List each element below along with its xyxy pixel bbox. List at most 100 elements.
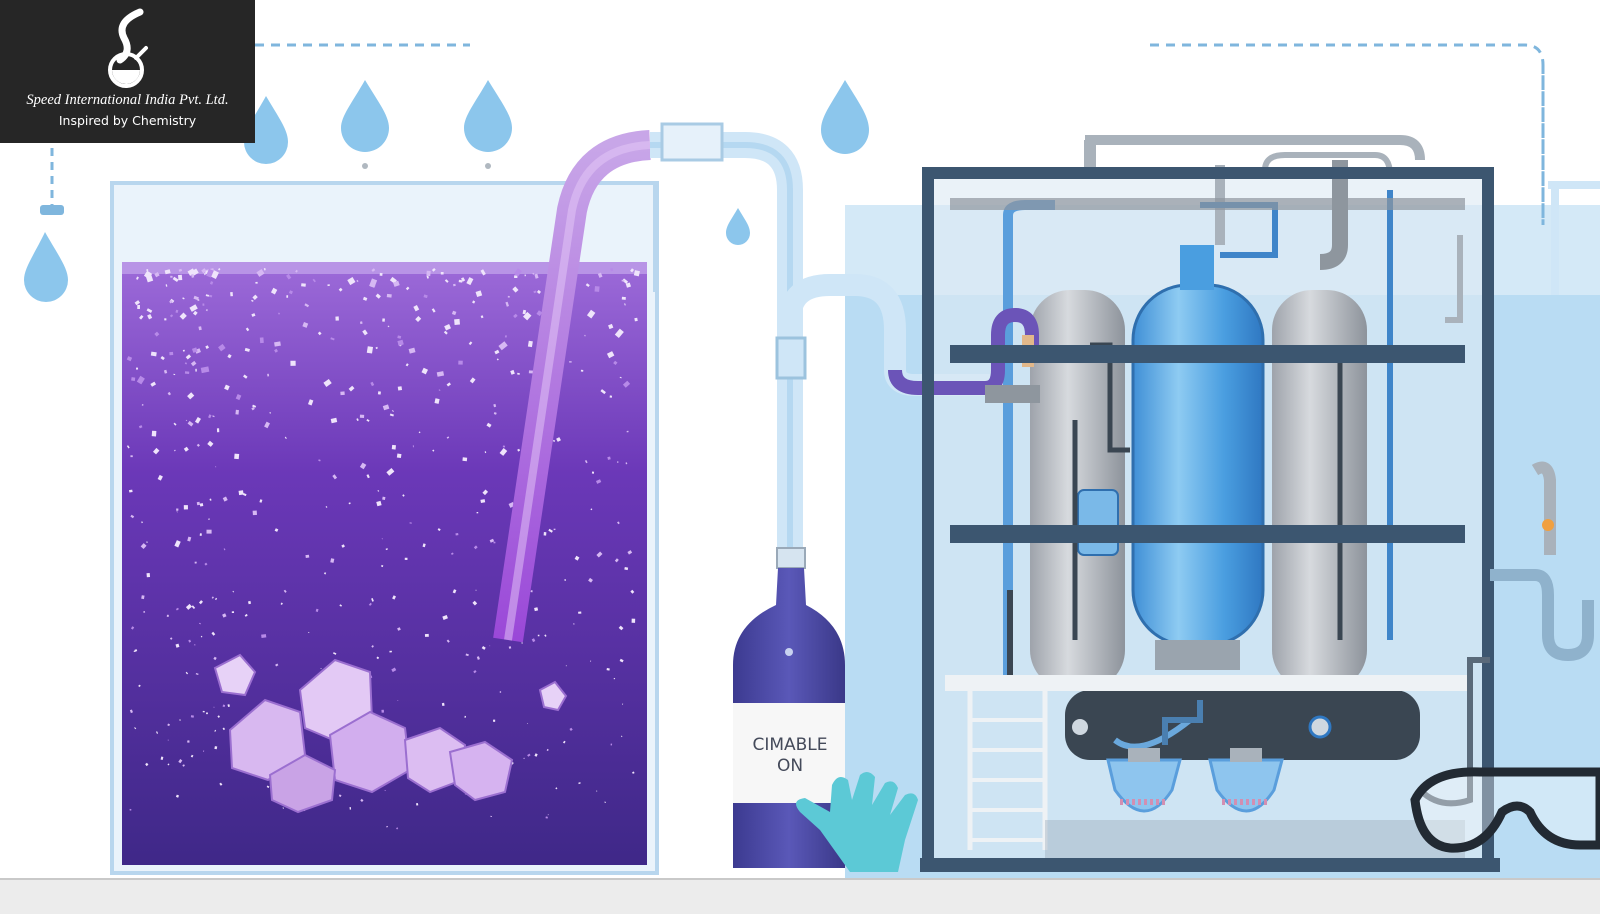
crystal-particle — [146, 541, 148, 543]
crystal-particle — [255, 281, 258, 284]
crystal-particle — [252, 294, 258, 300]
crystal-particle — [163, 369, 168, 374]
crystal-particle — [489, 538, 495, 543]
crystal-particle — [578, 611, 582, 614]
crystal-particle — [150, 381, 157, 387]
crystal-particle — [129, 808, 132, 811]
crystal-particle — [594, 286, 600, 292]
crystal-particle — [134, 727, 137, 730]
crystal-particle — [130, 455, 133, 458]
crystal-particle — [178, 274, 183, 281]
crystal-particle — [460, 277, 466, 282]
crystal-particle — [174, 540, 181, 548]
crystal-particle — [513, 268, 522, 277]
crystal-particle — [490, 815, 493, 818]
crystal-particle — [317, 331, 322, 336]
crystal-particle — [185, 603, 192, 610]
crystal-particle — [362, 296, 368, 301]
crystal-particle — [209, 281, 214, 285]
crystal-particle — [451, 310, 457, 316]
crystal-particle — [222, 704, 226, 708]
crystal-particle — [522, 309, 527, 315]
bottle-label — [733, 703, 845, 803]
crystal-particle — [444, 279, 449, 283]
crystal-particle — [548, 528, 553, 533]
crystal-particle — [465, 653, 469, 657]
crystal-particle — [169, 351, 174, 356]
crystal-particle — [170, 275, 173, 278]
crystal-particle — [415, 803, 419, 806]
crystal-particle — [204, 562, 208, 566]
crystal-particle — [375, 346, 378, 350]
crystal-particle — [341, 544, 345, 548]
crystal-particle — [348, 385, 355, 392]
crystal-particle — [619, 658, 624, 663]
crystal-particle — [295, 269, 298, 273]
crystal-particle — [446, 639, 450, 643]
crystal-particle — [624, 567, 629, 571]
crystal-particle — [533, 290, 537, 294]
crystal-particle — [493, 719, 496, 722]
crystal-particle — [377, 391, 381, 395]
crystal-particle — [371, 598, 374, 602]
crystal-particle — [415, 316, 422, 323]
crystal-particle — [370, 381, 375, 387]
crystal-particle — [464, 715, 467, 718]
crystal-particle — [217, 715, 220, 718]
crystal-particle — [252, 510, 258, 516]
crystal-particle — [451, 552, 454, 555]
crystal-particle — [136, 276, 139, 280]
crystal-particle — [621, 296, 626, 300]
crystal-particle — [259, 499, 263, 503]
crystal-particle — [214, 729, 217, 732]
crystal-particle — [505, 301, 509, 307]
crystal-particle — [202, 303, 205, 306]
crystal-particle — [209, 498, 212, 501]
crystal-particle — [375, 293, 381, 299]
crystal-particle — [466, 277, 474, 286]
crystal-particle — [438, 389, 441, 392]
crystal-particle — [434, 398, 440, 404]
crystal-particle — [244, 347, 250, 352]
crystal-particle — [536, 289, 541, 294]
crystal-particle — [455, 533, 459, 536]
crystal-particle — [178, 268, 183, 272]
crystal-particle — [496, 358, 499, 361]
crystal-particle — [614, 328, 624, 338]
crystal-particle — [499, 691, 502, 693]
crystal-particle — [392, 595, 397, 600]
crystal-particle — [183, 446, 189, 452]
crystal-particle — [327, 284, 330, 287]
crystal-particle — [382, 318, 385, 322]
crystal-particle — [196, 501, 200, 506]
crystal-particle — [143, 611, 146, 613]
crystal-particle — [442, 615, 448, 620]
crystal-particle — [259, 337, 264, 344]
crystal-particle — [618, 625, 624, 631]
crystal-particle — [633, 270, 640, 277]
crystal-particle — [274, 341, 281, 347]
crystal-particle — [179, 312, 187, 320]
crystal-particle — [452, 283, 456, 287]
crystal-particle — [381, 709, 385, 713]
water-droplet-icon — [24, 80, 869, 302]
crystal-particle — [371, 268, 376, 272]
crystal-particle — [622, 278, 629, 284]
crystal-particle — [160, 756, 164, 760]
crystal-particle — [547, 814, 549, 816]
crystal-particle — [332, 474, 338, 480]
crystal-particle — [146, 572, 151, 578]
crystal-particle — [494, 349, 500, 355]
crystal-particle — [597, 272, 603, 278]
crystal-particle — [141, 521, 143, 524]
crystal-particle — [382, 496, 386, 500]
crystal-particle — [362, 329, 368, 336]
crystal-particle — [129, 709, 133, 714]
crystal-particle — [238, 490, 244, 496]
crystal-particle — [446, 436, 450, 439]
crystal-particle — [145, 762, 149, 767]
crystal-particle — [191, 347, 198, 353]
crystal-particle — [569, 361, 572, 363]
crystal-particle — [270, 287, 278, 295]
crystal-particle — [199, 503, 204, 507]
